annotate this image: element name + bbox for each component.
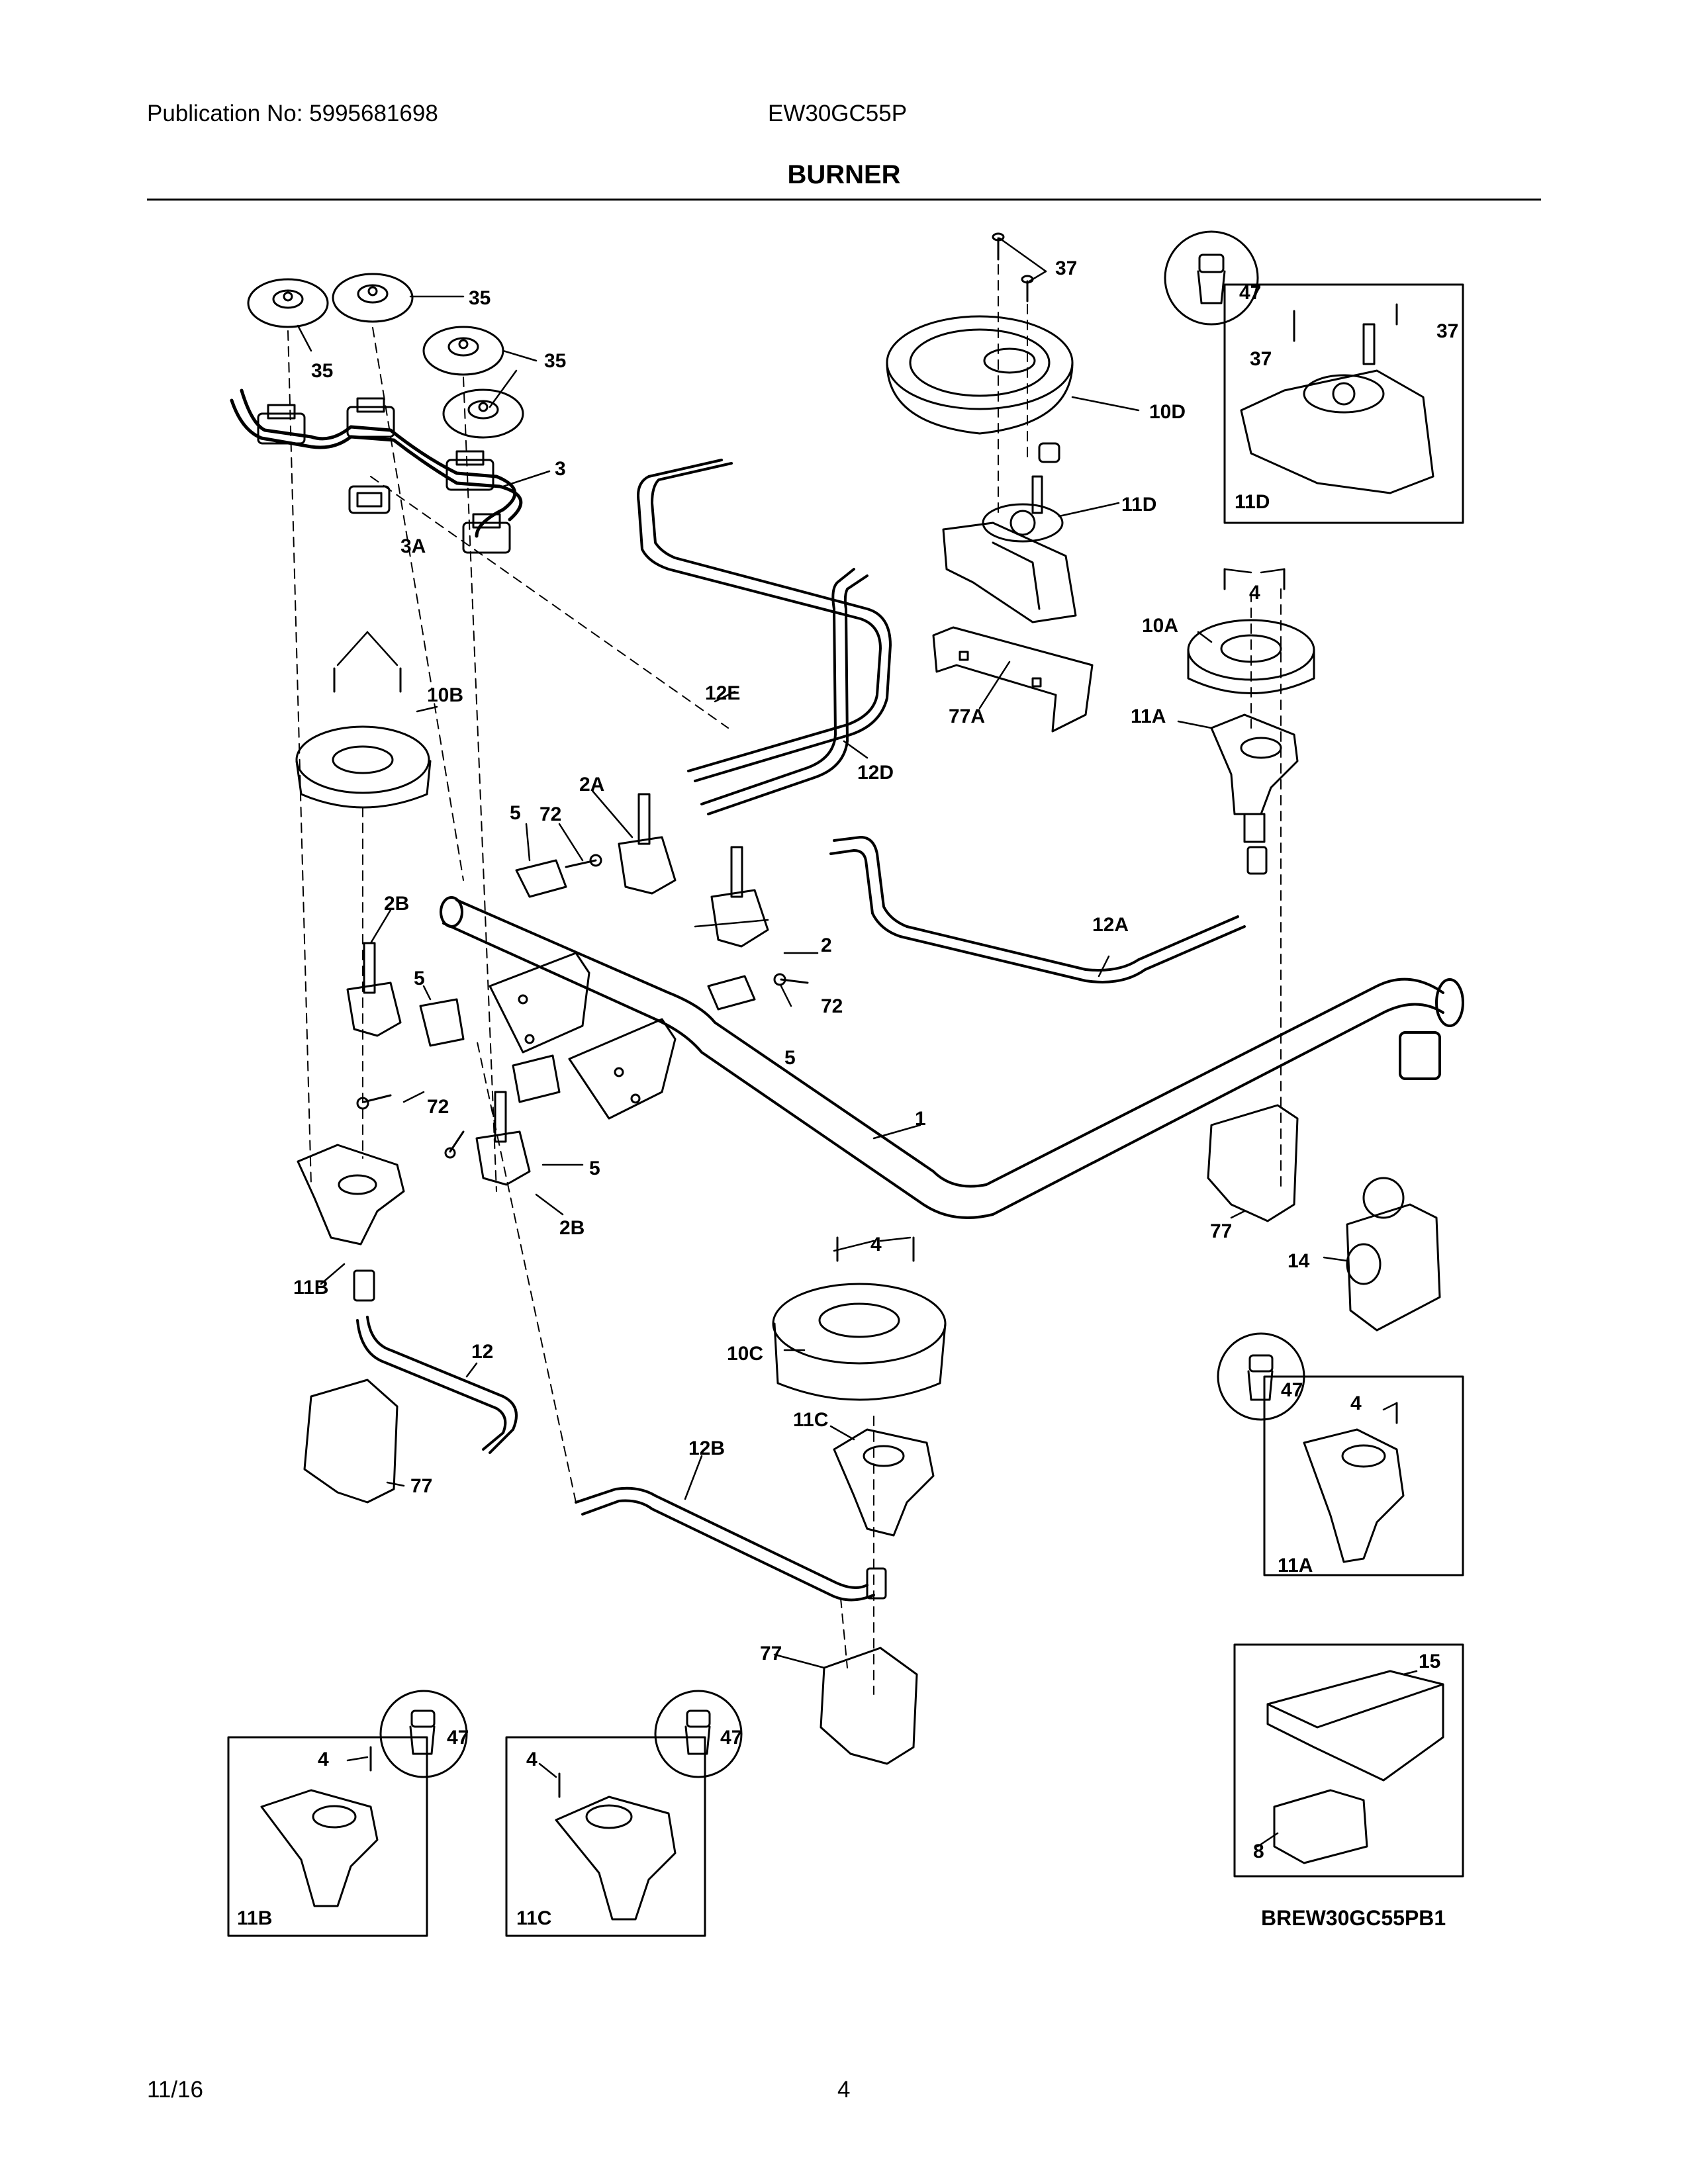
callout-8: 8	[1253, 1841, 1264, 1862]
callout-35: 35	[311, 360, 333, 382]
callout-11a: 11A	[1131, 705, 1166, 727]
model-number: EW30GC55P	[768, 101, 908, 126]
callout-37: 37	[1436, 320, 1458, 342]
callout-10b: 10B	[427, 684, 463, 706]
callout-5: 5	[510, 802, 521, 824]
callout-35: 35	[544, 350, 566, 372]
callout-12b: 12B	[688, 1437, 725, 1459]
screws-72	[356, 854, 809, 1159]
switch-harness	[230, 388, 523, 538]
callout-5: 5	[589, 1158, 600, 1179]
callout-37: 37	[1250, 348, 1272, 370]
callout-15: 15	[1419, 1651, 1440, 1672]
callout-11c: 11C	[793, 1409, 828, 1431]
valve-clips-5	[419, 859, 756, 1103]
switch-caps	[247, 273, 524, 439]
burner-11c	[833, 1428, 935, 1600]
tube-12a	[829, 836, 1246, 983]
callout-2b: 2B	[384, 893, 409, 915]
brackets-77	[303, 1104, 1299, 1765]
burner-11b	[297, 1144, 405, 1302]
callout-labels: 35 35 35 3 3A 37 37 37 47 10D 11D 11D 4 …	[237, 257, 1458, 1929]
header-rule	[147, 199, 1541, 201]
page-title: BURNER	[787, 160, 901, 189]
bracket-77a	[932, 626, 1094, 733]
callout-4: 4	[1249, 582, 1260, 604]
inset-11c	[505, 1690, 743, 1937]
callout-72: 72	[539, 803, 561, 825]
callout-3: 3	[555, 458, 566, 480]
burner-10b	[295, 667, 432, 809]
callout-5: 5	[784, 1047, 796, 1069]
callout-72: 72	[427, 1096, 449, 1118]
burner-11d-base	[942, 475, 1077, 623]
callout-12d: 12D	[857, 762, 894, 784]
callout-77: 77	[760, 1643, 782, 1664]
tube-12b	[575, 1486, 875, 1602]
callout-10d: 10D	[1149, 401, 1186, 423]
callout-37: 37	[1055, 257, 1077, 279]
burner-10d	[886, 315, 1074, 463]
inset-11a	[1217, 1332, 1464, 1576]
burner-11a	[1210, 713, 1299, 875]
ignition-switches	[257, 397, 511, 554]
callout-5: 5	[414, 968, 425, 989]
publication-date: 11/16	[147, 2077, 203, 2103]
callout-12e: 12E	[705, 682, 740, 704]
callout-77: 77	[410, 1475, 432, 1497]
callout-2a: 2A	[579, 774, 604, 796]
callout-4: 4	[870, 1234, 882, 1255]
tube-12	[356, 1316, 518, 1454]
callout-11b: 11B	[293, 1277, 328, 1298]
callout-3a: 3A	[400, 535, 426, 557]
callout-77a: 77A	[949, 705, 985, 727]
callout-35: 35	[469, 287, 491, 309]
callout-12: 12	[471, 1341, 493, 1363]
callout-47: 47	[1239, 282, 1261, 304]
callout-11d: 11D	[1121, 494, 1156, 516]
tube-12d	[700, 568, 868, 815]
inset-11b	[227, 1690, 468, 1937]
inset-11d	[1164, 230, 1464, 524]
burner-10c	[772, 1236, 947, 1401]
callout-11a: 11A	[1278, 1555, 1313, 1576]
manifold-brackets	[489, 952, 677, 1120]
inset-spark-module	[1233, 1643, 1464, 1878]
callout-4: 4	[1350, 1392, 1362, 1414]
callout-11b: 11B	[237, 1907, 272, 1929]
callout-1: 1	[915, 1108, 926, 1130]
callout-10c: 10C	[727, 1343, 763, 1365]
callout-14: 14	[1288, 1250, 1310, 1272]
callout-11d: 11D	[1235, 491, 1270, 513]
callout-47: 47	[1281, 1379, 1303, 1401]
publication-number: Publication No: 5995681698	[147, 101, 438, 126]
tube-12e	[637, 459, 892, 782]
pressure-regulator-14	[1346, 1177, 1441, 1332]
valves	[346, 793, 769, 1186]
drawing-reference: BREW30GC55PB1	[1261, 1906, 1446, 1930]
manifold-1	[440, 896, 1464, 1219]
assembly-dash-lines	[287, 264, 1282, 1695]
leader-lines	[297, 237, 1418, 1848]
page-number: 4	[837, 2077, 851, 2103]
callout-11c: 11C	[516, 1907, 551, 1929]
callout-77: 77	[1210, 1220, 1232, 1242]
callout-4: 4	[526, 1749, 538, 1770]
callout-4: 4	[318, 1749, 329, 1770]
callout-2b: 2B	[559, 1217, 585, 1239]
callout-47: 47	[720, 1727, 742, 1749]
callout-47: 47	[447, 1727, 469, 1749]
callout-72: 72	[821, 995, 843, 1017]
callout-12a: 12A	[1092, 914, 1129, 936]
callout-10a: 10A	[1142, 615, 1178, 637]
callout-2: 2	[821, 934, 832, 956]
